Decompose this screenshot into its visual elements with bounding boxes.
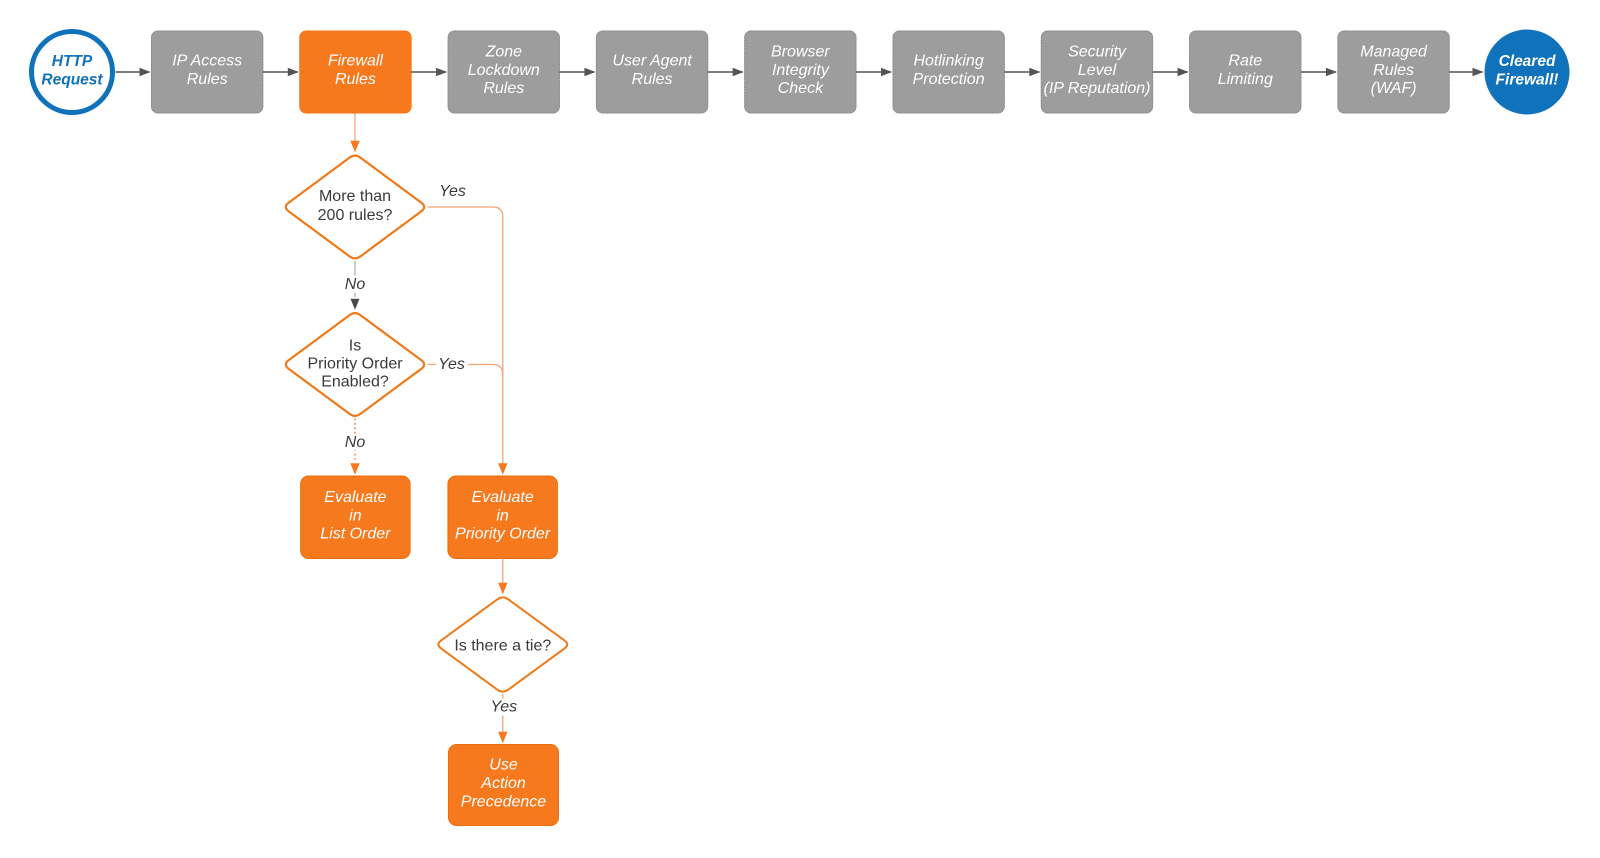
svg-text:Zone: Zone — [485, 43, 523, 60]
svg-text:Security: Security — [1068, 43, 1127, 60]
svg-text:Rules: Rules — [187, 71, 228, 88]
svg-text:No: No — [345, 434, 366, 451]
svg-text:Rules: Rules — [632, 71, 673, 88]
svg-text:Precedence: Precedence — [461, 793, 546, 810]
svg-text:Is there a tie?: Is there a tie? — [454, 638, 551, 655]
svg-text:(WAF): (WAF) — [1371, 80, 1417, 97]
svg-text:Enabled?: Enabled? — [321, 374, 389, 391]
svg-text:Evaluate: Evaluate — [471, 489, 533, 506]
svg-text:Yes: Yes — [438, 356, 465, 373]
svg-text:Rate: Rate — [1228, 53, 1262, 70]
svg-text:Use: Use — [489, 757, 518, 774]
svg-text:Check: Check — [778, 80, 824, 97]
svg-text:Evaluate: Evaluate — [324, 489, 386, 506]
svg-text:More than: More than — [319, 188, 391, 205]
svg-text:Managed: Managed — [1360, 43, 1428, 60]
svg-text:Priority Order: Priority Order — [307, 356, 403, 373]
svg-text:Cleared: Cleared — [1499, 53, 1556, 70]
svg-text:200 rules?: 200 rules? — [318, 207, 393, 224]
svg-text:IP Access: IP Access — [172, 53, 242, 70]
svg-text:Rules: Rules — [483, 80, 524, 97]
svg-text:Yes: Yes — [490, 699, 517, 716]
svg-text:Rules: Rules — [335, 71, 376, 88]
svg-text:Hotlinking: Hotlinking — [913, 53, 983, 70]
svg-text:Priority Order: Priority Order — [455, 526, 551, 543]
svg-text:List Order: List Order — [320, 526, 391, 543]
svg-text:Level: Level — [1078, 62, 1117, 79]
svg-text:Request: Request — [41, 72, 103, 89]
svg-text:User Agent: User Agent — [612, 53, 692, 70]
svg-text:in: in — [496, 507, 509, 524]
svg-text:in: in — [349, 507, 362, 524]
svg-text:Browser: Browser — [771, 43, 830, 60]
svg-text:Protection: Protection — [913, 71, 985, 88]
svg-text:Lockdown: Lockdown — [468, 62, 540, 79]
svg-text:Yes: Yes — [439, 183, 466, 200]
svg-text:Limiting: Limiting — [1218, 71, 1273, 88]
svg-text:Action: Action — [480, 775, 526, 792]
svg-text:Firewall!: Firewall! — [1496, 72, 1559, 89]
svg-text:Is: Is — [349, 338, 361, 355]
svg-text:(IP Reputation): (IP Reputation) — [1043, 80, 1150, 97]
svg-text:No: No — [345, 276, 366, 293]
svg-text:HTTP: HTTP — [52, 53, 93, 70]
svg-text:Firewall: Firewall — [328, 53, 384, 70]
svg-text:Integrity: Integrity — [772, 62, 830, 79]
svg-text:Rules: Rules — [1373, 62, 1414, 79]
